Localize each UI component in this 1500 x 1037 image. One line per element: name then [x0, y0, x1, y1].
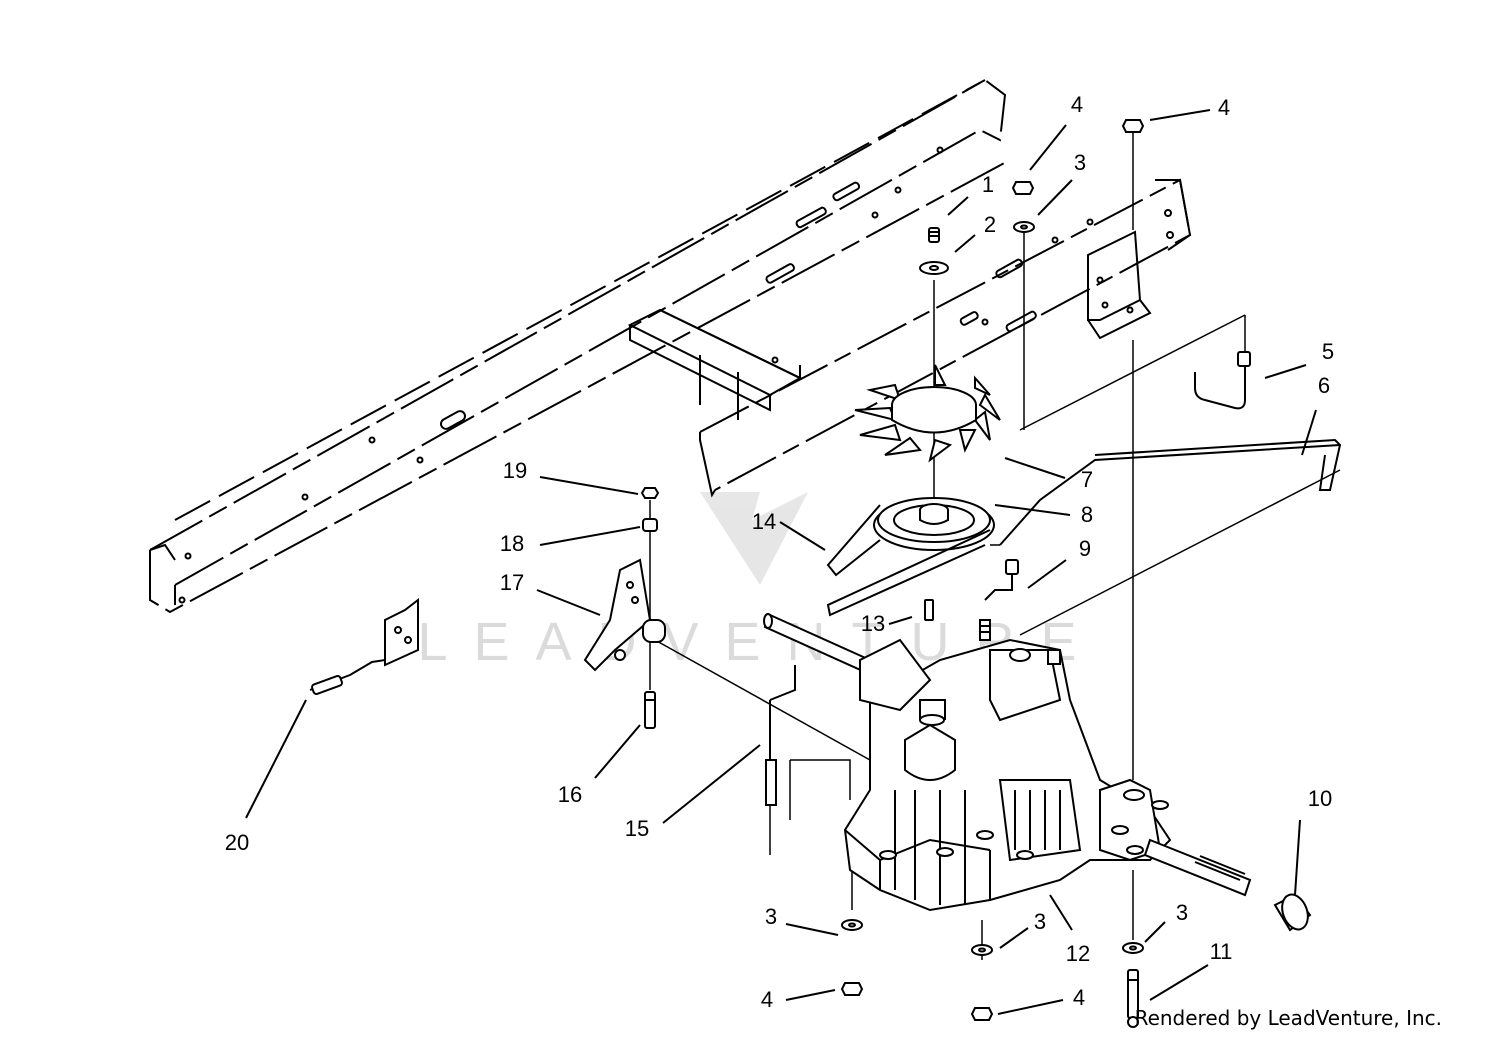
callout-16: 16 — [558, 782, 582, 807]
leader-lines — [245, 109, 1317, 1015]
bolt-11 — [1127, 969, 1139, 1028]
callout-18: 18 — [500, 531, 524, 556]
lever-bracket-9 — [984, 559, 1019, 601]
callout-3-top: 3 — [1074, 150, 1086, 175]
frame-cross-member — [627, 308, 803, 420]
bypass-clip — [1194, 351, 1251, 410]
washer-fan — [919, 261, 949, 275]
control-rod — [765, 665, 796, 806]
render-credit: Rendered by LeadVenture, Inc. — [1134, 1006, 1442, 1030]
transaxle-body — [843, 638, 1172, 912]
hex-nut-top — [1011, 181, 1035, 195]
callout-11: 11 — [1210, 939, 1233, 964]
bolt-16 — [644, 691, 656, 729]
drive-belt — [826, 504, 991, 617]
drive-pulley — [873, 497, 995, 551]
callout-3-bottom-right: 3 — [1176, 900, 1188, 925]
callout-10: 10 — [1308, 786, 1332, 811]
callout-7: 7 — [1081, 467, 1093, 492]
nut-bottom-center — [970, 1007, 994, 1021]
callout-3-bottom-center: 3 — [1034, 909, 1046, 934]
shoulder-bolt — [979, 619, 991, 641]
callout-4-bottom-left: 4 — [761, 987, 773, 1012]
bypass-rod — [999, 438, 1342, 546]
bolt-fan — [928, 227, 940, 243]
callout-4-bottom-center: 4 — [1073, 985, 1085, 1010]
callout-19: 19 — [503, 458, 527, 483]
callout-13: 13 — [861, 611, 885, 636]
control-bracket — [583, 558, 666, 672]
callout-14: 14 — [752, 509, 776, 534]
callout-1: 1 — [982, 172, 994, 197]
callout-6: 6 — [1318, 373, 1330, 398]
shaft-key — [924, 599, 934, 621]
washer-bottom-left — [841, 919, 863, 931]
callout-4-top: 4 — [1071, 92, 1083, 117]
axle-spacer-10 — [1273, 893, 1312, 932]
callout-4-top-right: 4 — [1218, 95, 1230, 120]
callout-12: 12 — [1066, 941, 1090, 966]
cooling-fan — [854, 364, 1001, 463]
washer-bottom-center — [971, 944, 993, 956]
nut-19 — [640, 487, 660, 499]
spacer-18 — [642, 518, 658, 532]
callout-8: 8 — [1081, 502, 1093, 527]
frame-rail-left — [149, 78, 1011, 614]
callout-5: 5 — [1322, 339, 1334, 364]
mounting-bracket-upper — [1087, 230, 1152, 340]
callout-3-bottom-left: 3 — [765, 904, 777, 929]
axle-right — [1143, 838, 1252, 897]
nut-bottom-left — [840, 982, 864, 996]
washer-bottom-right — [1122, 942, 1144, 954]
spring-bracket — [309, 597, 419, 695]
callout-15: 15 — [625, 816, 649, 841]
frame-rail-right — [699, 178, 1192, 498]
assembly-axis-lines — [649, 130, 1341, 960]
callout-20: 20 — [225, 830, 249, 855]
hex-nut-top-right — [1121, 119, 1145, 133]
callout-2: 2 — [984, 212, 996, 237]
washer-top — [1013, 221, 1035, 233]
callout-9: 9 — [1079, 536, 1091, 561]
callout-17: 17 — [500, 570, 524, 595]
